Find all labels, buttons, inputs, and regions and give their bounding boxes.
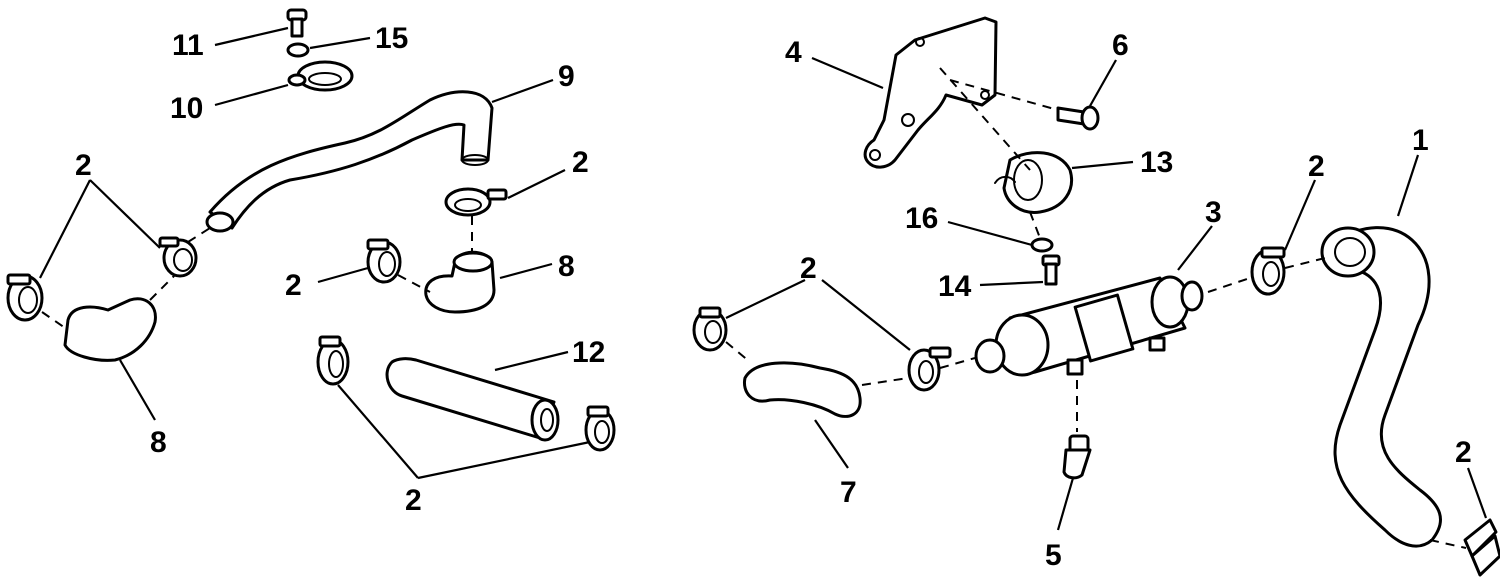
callout-16: 16 (905, 202, 938, 235)
clamp-2-exchanger-left (907, 346, 952, 392)
clamp-2-upper-left (158, 236, 198, 278)
clamp-2-bottom-right (584, 405, 616, 452)
screw-11 (286, 8, 308, 38)
callout-2-right-mid: 2 (1308, 150, 1325, 183)
callout-1: 1 (1412, 124, 1429, 157)
callout-2-bottom: 2 (405, 484, 422, 517)
screw-6 (1056, 105, 1100, 131)
clamp-2-top-mid (444, 187, 508, 217)
clamp-10 (287, 60, 354, 92)
hose-8-left (63, 297, 157, 362)
clamp-2-bottom-left (316, 335, 350, 386)
callout-14: 14 (938, 270, 972, 303)
callout-11: 11 (172, 29, 204, 62)
callout-2-far-right: 2 (1455, 436, 1472, 469)
washer-16 (1030, 237, 1054, 253)
clamp-2-right-group-left (692, 306, 728, 352)
bracket-4 (863, 16, 998, 169)
hose-7 (742, 361, 862, 418)
hose-1 (1333, 226, 1442, 548)
callout-4: 4 (785, 36, 802, 69)
callout-13: 13 (1140, 146, 1173, 179)
callout-7: 7 (840, 476, 857, 509)
hose-12 (385, 357, 560, 442)
callout-2-top-mid: 2 (572, 146, 589, 179)
clamp-2-far-right (1463, 518, 1500, 577)
fitting-5 (1062, 434, 1092, 480)
callout-2-mid-left: 2 (285, 269, 302, 302)
callout-15: 15 (375, 22, 408, 55)
callout-2-left: 2 (75, 149, 92, 182)
hose-9-end (205, 211, 235, 233)
clamp-2-far-left (6, 273, 44, 322)
callout-2-right-lower: 2 (800, 252, 817, 285)
heat-exchanger-3 (974, 275, 1204, 377)
washer-15 (286, 42, 310, 58)
callout-8-left: 8 (150, 426, 167, 459)
callout-5: 5 (1045, 539, 1062, 572)
clamp-13 (994, 151, 1073, 214)
clamp-2-mid-left (366, 238, 402, 284)
callout-8-mid: 8 (558, 250, 575, 283)
callout-12: 12 (572, 336, 605, 369)
callout-6: 6 (1112, 29, 1129, 62)
hose-9 (208, 90, 494, 230)
clamp-2-right-mid (1250, 246, 1286, 296)
screw-14 (1041, 254, 1061, 286)
callout-3: 3 (1205, 196, 1222, 229)
callout-9: 9 (558, 60, 575, 93)
callout-10: 10 (170, 92, 203, 125)
